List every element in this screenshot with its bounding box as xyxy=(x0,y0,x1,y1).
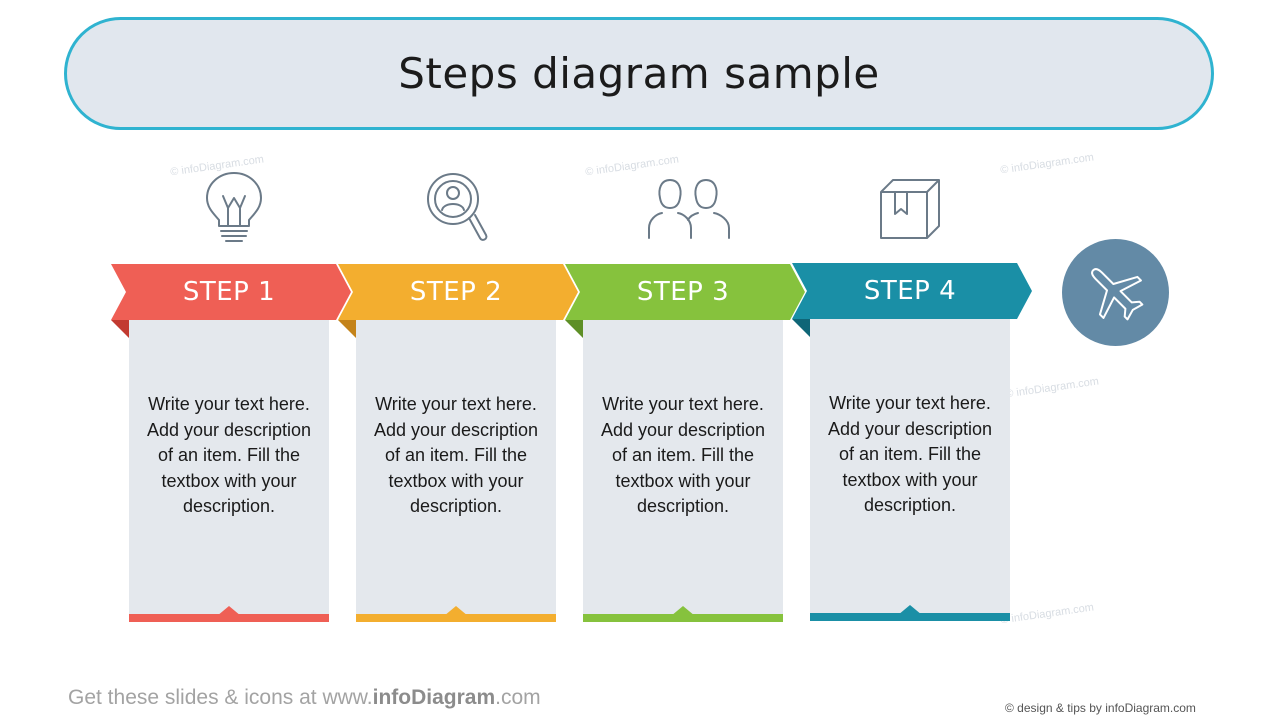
step-2-card: Write your text here. Add your descripti… xyxy=(356,320,556,622)
watermark: © infoDiagram.com xyxy=(999,151,1095,177)
step-4-description: Write your text here. Add your descripti… xyxy=(827,393,993,515)
step-1-label: STEP 1 xyxy=(182,277,276,307)
goal-circle xyxy=(1062,239,1169,346)
step-1-card: Write your text here. Add your descripti… xyxy=(129,320,329,622)
title-banner: Steps diagram sample xyxy=(64,17,1214,130)
step-3-arrow: STEP 3 xyxy=(565,264,805,338)
footer-prefix: Get these slides & icons at www. xyxy=(68,686,373,709)
step-4-arrow: STEP 4 xyxy=(792,263,1032,337)
step-1-arrow: STEP 1 xyxy=(111,264,351,338)
footer-suffix: .com xyxy=(495,686,541,709)
step-1-stripe xyxy=(129,614,329,622)
step-1-notch xyxy=(217,606,241,616)
box-icon xyxy=(879,178,943,250)
step-4-stripe xyxy=(810,613,1010,621)
watermark: © infoDiagram.com xyxy=(584,153,680,179)
step-3-card: Write your text here. Add your descripti… xyxy=(583,320,783,622)
slide-title: Steps diagram sample xyxy=(398,49,880,98)
footer-brand: infoDiagram xyxy=(372,686,496,709)
watermark: © infoDiagram.com xyxy=(1004,375,1100,401)
people-icon xyxy=(648,176,730,248)
lightbulb-icon xyxy=(202,170,266,242)
step-1-description: Write your text here. Add your descripti… xyxy=(146,394,312,516)
step-4-card: Write your text here. Add your descripti… xyxy=(810,319,1010,621)
step-3-description: Write your text here. Add your descripti… xyxy=(600,394,766,516)
step-3-notch xyxy=(671,606,695,616)
step-2-label: STEP 2 xyxy=(409,277,503,307)
watermark: © infoDiagram.com xyxy=(999,601,1095,627)
step-4-label: STEP 4 xyxy=(863,276,957,306)
step-3-stripe xyxy=(583,614,783,622)
step-4-notch xyxy=(898,605,922,615)
step-2-stripe xyxy=(356,614,556,622)
step-2-description: Write your text here. Add your descripti… xyxy=(373,394,539,516)
footer-credit: © design & tips by infoDiagram.com xyxy=(1005,701,1196,715)
step-3-label: STEP 3 xyxy=(636,277,730,307)
step-2-notch xyxy=(444,606,468,616)
footer-promo: Get these slides & icons at www.infoDiag… xyxy=(68,686,541,710)
airplane-icon xyxy=(1091,268,1144,321)
step-2-arrow: STEP 2 xyxy=(338,264,578,338)
search-user-icon xyxy=(426,172,490,244)
